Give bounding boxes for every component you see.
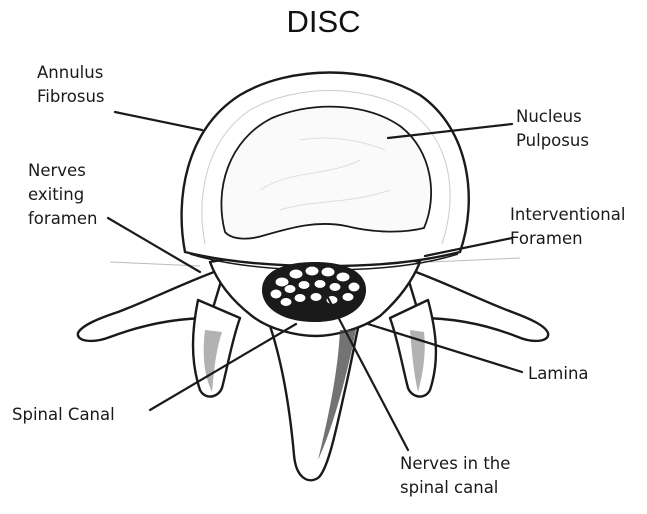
spinal-canal-area bbox=[262, 262, 366, 322]
label-nerves-exiting-line2: exiting bbox=[28, 183, 97, 207]
label-annulus-line2: Fibrosus bbox=[37, 85, 105, 109]
label-interventional-foramen: Interventional Foramen bbox=[510, 203, 625, 251]
label-annulus-line1: Annulus bbox=[37, 61, 105, 85]
label-nerves-in-spinal-canal: Nerves in the spinal canal bbox=[400, 452, 510, 500]
label-nucleus-line2: Pulposus bbox=[516, 129, 589, 153]
label-nerves-exiting-line1: Nerves bbox=[28, 159, 97, 183]
label-nucleus-pulposus: Nucleus Pulposus bbox=[516, 105, 589, 153]
leader-annulus bbox=[115, 112, 202, 130]
intervertebral-disc bbox=[182, 73, 469, 271]
label-nucleus-line1: Nucleus bbox=[516, 105, 589, 129]
label-lamina: Lamina bbox=[528, 362, 589, 386]
label-nerves-exiting-line3: foramen bbox=[28, 207, 97, 231]
label-spinal-canal: Spinal Canal bbox=[12, 403, 115, 427]
label-nerves-canal-line1: Nerves in the bbox=[400, 452, 510, 476]
label-annulus-fibrosus: Annulus Fibrosus bbox=[37, 61, 105, 109]
label-nerves-canal-line2: spinal canal bbox=[400, 476, 510, 500]
label-nerves-exiting-foramen: Nerves exiting foramen bbox=[28, 159, 97, 231]
label-interventional-line1: Interventional bbox=[510, 203, 625, 227]
label-interventional-line2: Foramen bbox=[510, 227, 625, 251]
